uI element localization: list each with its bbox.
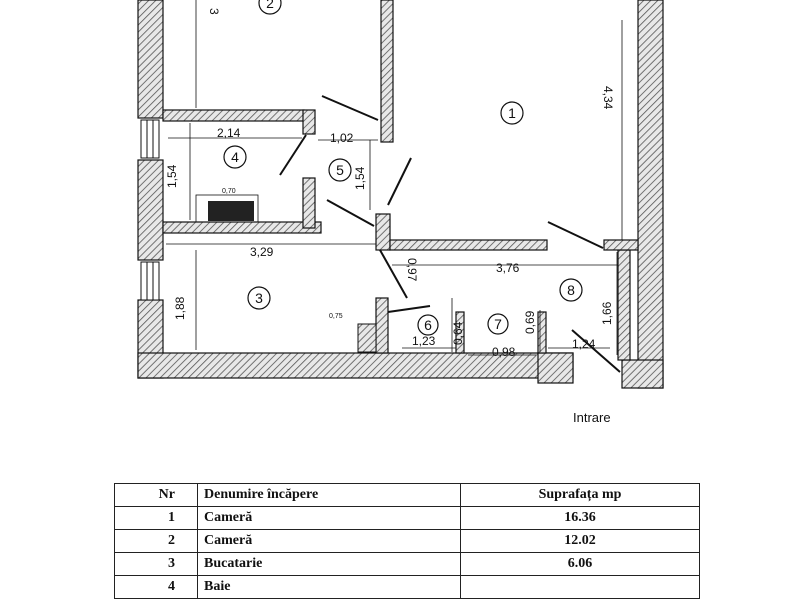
bathtub	[208, 201, 254, 221]
door-room1-right	[547, 221, 604, 249]
dim-154-bath: 1,54	[165, 164, 179, 188]
dim-102: 1,02	[330, 131, 354, 145]
dim-329: 3,29	[250, 245, 274, 259]
door-wc	[387, 305, 431, 313]
door-hall-left	[326, 199, 375, 227]
cell-nr: 2	[114, 529, 198, 553]
wall-right-corner	[621, 359, 664, 389]
dim-070: 0,70	[222, 188, 236, 195]
dim-434: 4,34	[601, 86, 615, 110]
room-number-6: 6	[424, 317, 432, 333]
dim-3: 3	[207, 8, 221, 15]
dim-154-hall: 1,54	[353, 166, 367, 190]
dim-376: 3,76	[496, 261, 520, 275]
room-marker-6	[417, 314, 439, 336]
wall-left-mid	[137, 159, 164, 261]
dimension-labels: 3 4,34 2,14 1,02 1,54 1,54 3,29 0,97 3,7…	[165, 8, 615, 359]
dim-166: 1,66	[600, 301, 614, 325]
dim-075: 0,75	[329, 313, 343, 320]
cell-area: 6.06	[460, 552, 700, 576]
room-marker-4	[223, 145, 247, 169]
dim-064: 0,64	[451, 321, 465, 345]
window-bath	[140, 119, 160, 159]
room-numbers: 1 2 3 4 5 6 7 8	[231, 0, 575, 333]
table-row: 1 Cameră 16.36	[114, 506, 700, 530]
wall-bottom	[137, 352, 574, 379]
cell-room-name: Cameră	[197, 506, 461, 530]
kitchen-stove	[357, 323, 377, 353]
wall-bath-right	[302, 177, 316, 229]
wall-wc-left	[455, 311, 465, 354]
room-number-1: 1	[508, 105, 516, 121]
header-room-name: Denumire încăpere	[197, 483, 461, 507]
room-marker-2	[258, 0, 282, 15]
door-room1	[387, 157, 412, 206]
cell-room-name: Cameră	[197, 529, 461, 553]
dim-214: 2,14	[217, 126, 241, 140]
wall-wc-stub	[375, 297, 389, 354]
window-kitchen	[140, 261, 160, 301]
wall-bath-top	[162, 109, 305, 122]
room-marker-1	[500, 101, 524, 125]
room-marker-8	[559, 278, 583, 302]
cell-room-name: Baie	[197, 575, 461, 599]
wall-hall-mid	[375, 213, 391, 251]
header-area: Suprafața mp	[460, 483, 700, 507]
cell-area	[460, 575, 700, 599]
door-room2	[321, 95, 379, 121]
table-row: 4 Baie	[114, 575, 700, 599]
wall-room1-bottom	[389, 239, 548, 251]
doors	[279, 95, 621, 373]
wall-right-outer	[637, 0, 664, 389]
door-entrance	[571, 329, 621, 373]
wall-room1-bottom-right	[603, 239, 639, 251]
dimension-lines	[166, 0, 623, 356]
floor-plan: 3 4,34 2,14 1,02 1,54 1,54 3,29 0,97 3,7…	[137, 0, 664, 425]
cell-nr: 1	[114, 506, 198, 530]
cell-nr: 4	[114, 575, 198, 599]
dim-123: 1,23	[412, 334, 436, 348]
room-number-5: 5	[336, 162, 344, 178]
walls	[137, 0, 664, 389]
dim-069: 0,69	[523, 310, 537, 334]
wall-left-outer	[137, 0, 164, 119]
room-marker-3	[247, 286, 271, 310]
room-number-2: 2	[266, 0, 274, 11]
room-marker-7	[487, 313, 509, 335]
bathtub-outline	[195, 194, 259, 223]
dim-188: 1,88	[173, 296, 187, 320]
table-row: 3 Bucatarie 6.06	[114, 552, 700, 576]
wall-room2-right	[380, 0, 394, 143]
cell-area: 12.02	[460, 529, 700, 553]
wall-right-inner-stub	[617, 249, 631, 361]
cell-room-name: Bucatarie	[197, 552, 461, 576]
wall-bath-bottom	[162, 221, 322, 234]
wall-bottom-right-stub	[537, 352, 574, 384]
room-number-7: 7	[494, 316, 502, 332]
wall-bath-top-stub	[302, 109, 316, 135]
cell-nr: 3	[114, 552, 198, 576]
wall-wc-right	[537, 311, 547, 354]
door-kitchen	[379, 249, 408, 299]
dim-098: 0,98	[492, 345, 516, 359]
room-number-8: 8	[567, 282, 575, 298]
room-area-table: Nr Denumire încăpere Suprafața mp 1 Came…	[114, 483, 700, 599]
table-header-row: Nr Denumire încăpere Suprafața mp	[114, 483, 700, 507]
room-number-4: 4	[231, 149, 239, 165]
header-nr: Nr	[114, 483, 198, 507]
table-row: 2 Cameră 12.02	[114, 529, 700, 553]
room-number-3: 3	[255, 290, 263, 306]
cell-area: 16.36	[460, 506, 700, 530]
entrance-label: Intrare	[573, 410, 611, 425]
windows	[140, 119, 160, 301]
dim-097: 0,97	[405, 258, 419, 282]
door-bath	[279, 134, 307, 176]
room-markers	[223, 0, 583, 336]
room-marker-5	[328, 158, 352, 182]
dim-124: 1,24	[572, 337, 596, 351]
